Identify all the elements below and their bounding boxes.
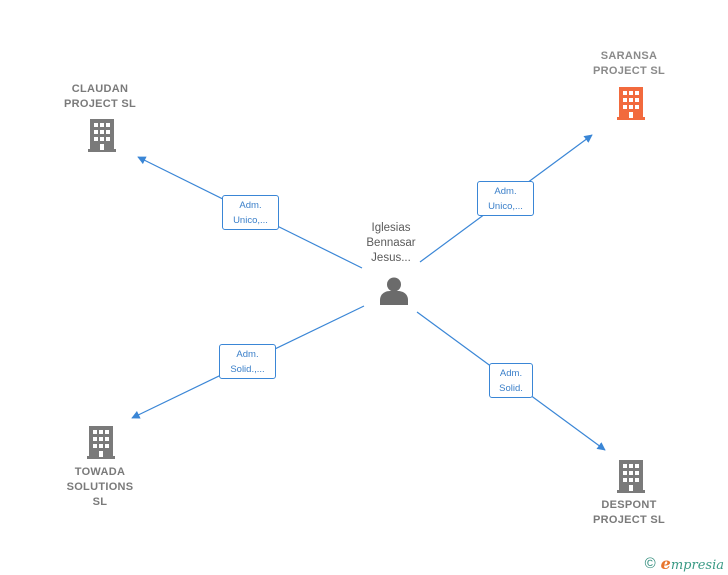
relation-line: Solid. xyxy=(499,383,523,394)
person-name-label[interactable]: Iglesias Bennasar Jesus... xyxy=(346,221,436,266)
person-name-line: Bennasar xyxy=(366,237,416,249)
copyright-symbol: © xyxy=(644,555,656,572)
company-towada-label[interactable]: TOWADA SOLUTIONS SL xyxy=(50,465,150,510)
relation-line: Adm. xyxy=(239,200,262,211)
brand-logo: empresia xyxy=(661,554,724,573)
person-icon[interactable] xyxy=(380,277,408,306)
brand-name: mpresia xyxy=(670,558,724,573)
building-icon[interactable] xyxy=(88,119,116,152)
company-name-line: CLAUDAN xyxy=(71,83,129,95)
company-saransa-label[interactable]: SARANSA PROJECT SL xyxy=(578,49,680,79)
relation-line: Solid.,... xyxy=(230,364,265,375)
company-despont-label[interactable]: DESPONT PROJECT SL xyxy=(578,498,680,528)
company-name-line: TOWADA xyxy=(74,466,126,478)
relation-label-towada[interactable]: Adm. Solid.,... xyxy=(219,344,276,379)
person-name-line: Iglesias xyxy=(371,222,411,234)
company-claudan-label[interactable]: CLAUDAN PROJECT SL xyxy=(50,82,150,112)
brand-initial: e xyxy=(660,554,671,573)
company-name-line: SL xyxy=(92,496,108,508)
company-name-line: SARANSA xyxy=(600,50,658,62)
relation-label-despont[interactable]: Adm. Solid. xyxy=(489,363,533,398)
building-icon[interactable] xyxy=(617,460,645,493)
company-name-line: DESPONT xyxy=(601,499,657,511)
relation-line: Adm. xyxy=(236,349,259,360)
relation-line: Adm. xyxy=(494,186,517,197)
person-name-line: Jesus... xyxy=(371,252,411,264)
company-name-line: PROJECT SL xyxy=(592,65,666,77)
building-icon[interactable] xyxy=(617,87,645,120)
company-name-line: PROJECT SL xyxy=(63,98,137,110)
footer-brand[interactable]: © empresia xyxy=(645,554,724,573)
company-name-line: PROJECT SL xyxy=(592,514,666,526)
relation-line: Adm. xyxy=(499,368,523,379)
building-icon[interactable] xyxy=(87,426,115,459)
relation-line: Unico,... xyxy=(488,201,523,212)
company-name-line: SOLUTIONS xyxy=(66,481,134,493)
relation-line: Unico,... xyxy=(233,215,268,226)
relation-label-claudan[interactable]: Adm. Unico,... xyxy=(222,195,279,230)
relation-label-saransa[interactable]: Adm. Unico,... xyxy=(477,181,534,216)
